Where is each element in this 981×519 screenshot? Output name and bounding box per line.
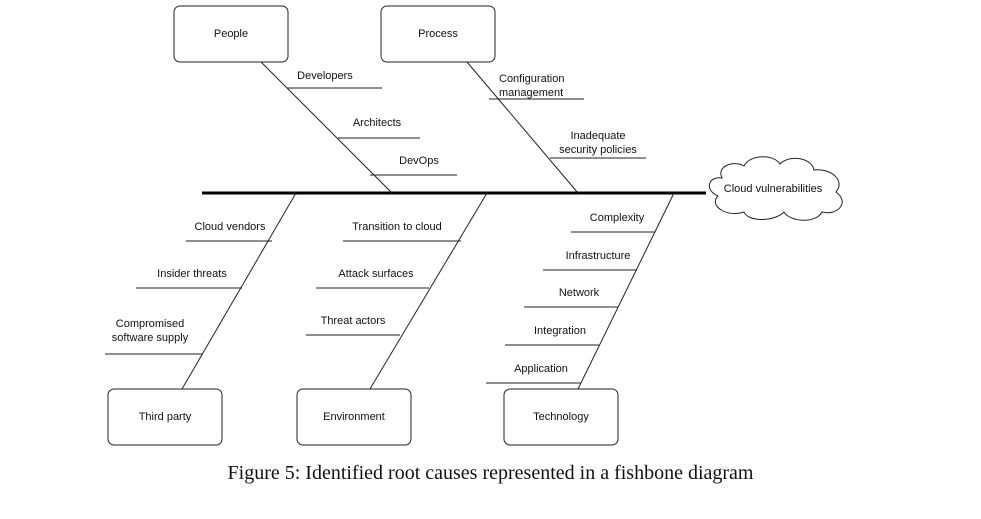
cause-network: Network — [559, 287, 600, 299]
bone-third-party — [181, 192, 297, 390]
category-label-third-party: Third party — [139, 411, 192, 423]
cause-cloud-vendors: Cloud vendors — [195, 221, 266, 233]
cause-developers: Developers — [297, 70, 353, 82]
category-process: Process — [380, 5, 496, 63]
bone-technology — [577, 192, 675, 390]
cause-transition-to-cloud: Transition to cloud — [352, 221, 441, 233]
bone-people — [260, 61, 393, 194]
cause-management: management — [499, 87, 563, 99]
cause-infrastructure: Infrastructure — [566, 250, 631, 262]
cause-architects: Architects — [353, 117, 402, 129]
effect-label: Cloud vulnerabilities — [724, 183, 823, 195]
category-label-environment: Environment — [323, 411, 385, 423]
category-technology: Technology — [503, 388, 619, 446]
cause-configuration: Configuration — [499, 73, 564, 85]
effect-cloud: Cloud vulnerabilities — [708, 156, 843, 221]
cause-insider-threats: Insider threats — [157, 268, 227, 280]
cause-inadequate: Inadequate — [570, 130, 625, 142]
cause-complexity: Complexity — [590, 212, 645, 224]
category-environment: Environment — [296, 388, 412, 446]
category-people: People — [173, 5, 289, 63]
category-label-people: People — [214, 28, 248, 40]
cause-devops: DevOps — [399, 155, 439, 167]
cause-application: Application — [514, 363, 568, 375]
fishbone-diagram: Cloud vulnerabilities People Process Thi… — [105, 5, 843, 446]
cause-integration: Integration — [534, 325, 586, 337]
cause-security-policies: security policies — [559, 144, 637, 156]
category-third-party: Third party — [107, 388, 223, 446]
bone-process — [466, 61, 579, 194]
category-label-process: Process — [418, 28, 458, 40]
cause-software-supply: software supply — [112, 332, 189, 344]
category-label-technology: Technology — [533, 411, 589, 423]
cause-attack-surfaces: Attack surfaces — [338, 268, 414, 280]
figure-caption: Figure 5: Identified root causes represe… — [227, 462, 754, 484]
bone-environment — [369, 192, 488, 390]
cause-compromised: Compromised — [116, 318, 184, 330]
cause-threat-actors: Threat actors — [321, 315, 386, 327]
